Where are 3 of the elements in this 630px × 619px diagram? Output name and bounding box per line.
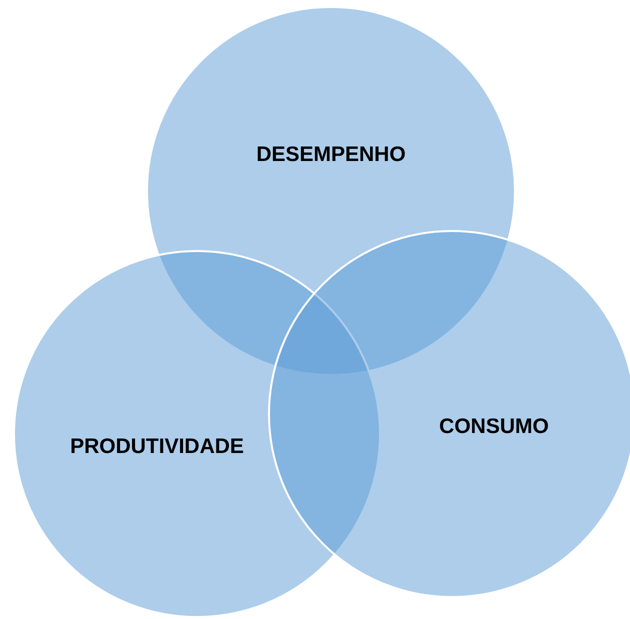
circle-label: PRODUTIVIDADE [70, 435, 244, 459]
circle-label: DESEMPENHO [256, 143, 406, 167]
circle-label: CONSUMO [439, 415, 549, 439]
